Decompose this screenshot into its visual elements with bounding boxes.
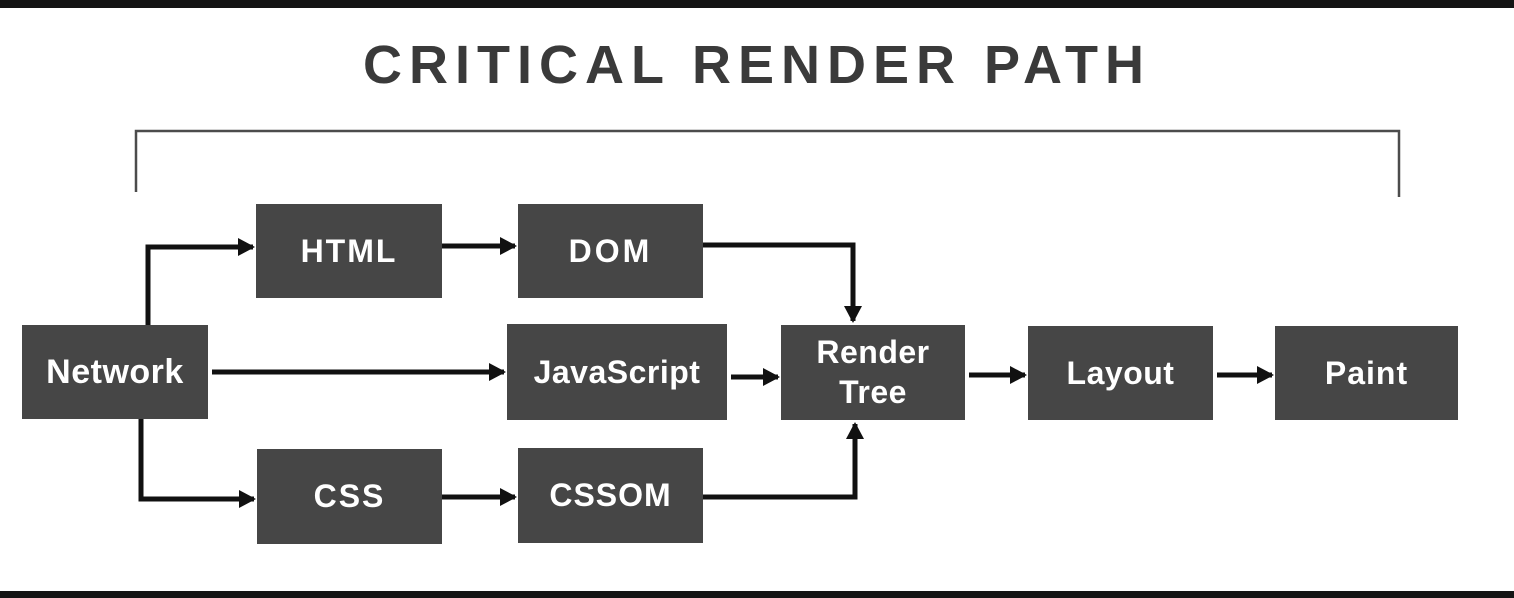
node-cssom-label: CSSOM [549,477,672,513]
node-network-label: Network [46,352,184,391]
node-dom-label: DOM [568,232,653,269]
node-render-tree-label: Render Tree [816,334,930,410]
node-html: HTML [256,204,442,298]
node-javascript: JavaScript [507,324,727,420]
edge-network-css [138,419,256,508]
edge-cssom-render-tree [703,422,864,500]
edge-network-html [145,238,255,325]
diagram-title: CRITICAL RENDER PATH [363,35,1151,95]
node-html-label: HTML [300,232,398,269]
node-css: CSS [257,449,442,544]
node-css-label: CSS [313,478,386,514]
node-paint: Paint [1275,326,1458,420]
node-javascript-label: JavaScript [533,353,701,390]
node-layout: Layout [1028,326,1213,420]
node-network: Network [22,325,208,419]
top-black-bar [0,0,1514,8]
node-paint-label: Paint [1324,354,1409,391]
node-dom: DOM [518,204,703,298]
node-render-tree: Render Tree [781,325,965,420]
bottom-black-bar [0,591,1514,598]
top-bracket-line [134,129,1401,197]
edge-dom-render-tree [703,242,862,323]
node-cssom: CSSOM [518,448,703,543]
node-layout-label: Layout [1066,354,1175,391]
